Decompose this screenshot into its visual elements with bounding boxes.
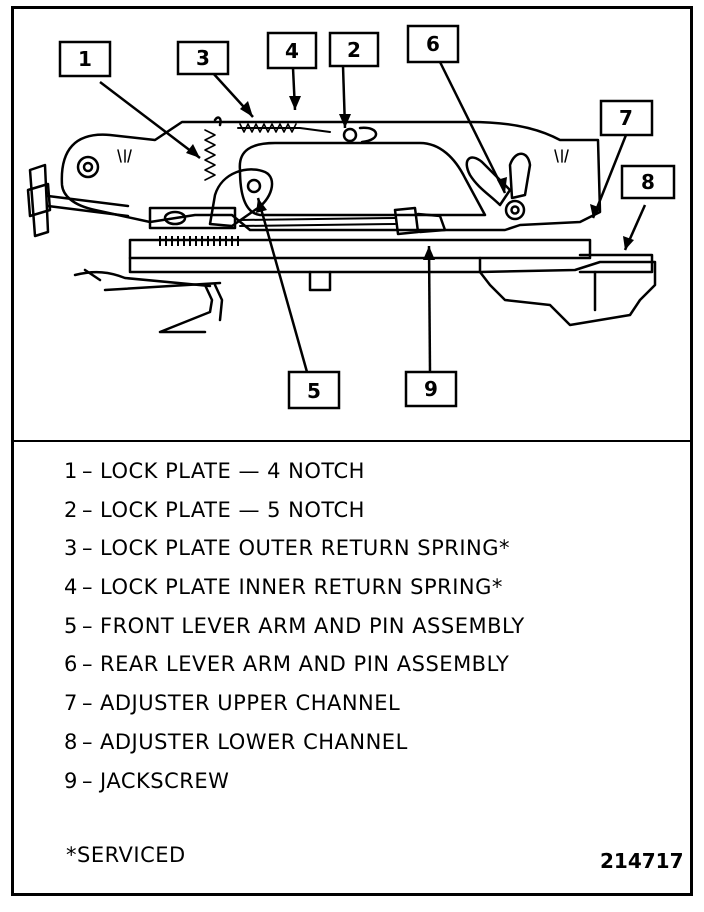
adjuster-mechanism-drawing xyxy=(26,116,657,334)
section-divider xyxy=(14,440,690,442)
legend-item: 7–ADJUSTER UPPER CHANNEL xyxy=(64,688,525,727)
legend-label: FRONT LEVER ARM AND PIN ASSEMBLY xyxy=(100,613,525,638)
legend-item: 4–LOCK PLATE INNER RETURN SPRING* xyxy=(64,572,525,611)
leader-6 xyxy=(438,61,507,194)
legend-dash: – xyxy=(82,536,93,561)
callout-8: 8 xyxy=(641,170,655,194)
legend-number: 8 xyxy=(64,729,78,754)
callout-box-8 xyxy=(620,164,676,200)
legend-item: 1–LOCK PLATE — 4 NOTCH xyxy=(64,456,525,495)
legend-label: LOCK PLATE OUTER RETURN SPRING* xyxy=(100,536,510,561)
legend-item: 8–ADJUSTER LOWER CHANNEL xyxy=(64,727,525,766)
legend-item: 2–LOCK PLATE — 5 NOTCH xyxy=(64,495,525,534)
parts-legend: 1–LOCK PLATE — 4 NOTCH 2–LOCK PLATE — 5 … xyxy=(64,456,525,804)
leader-7 xyxy=(591,134,628,219)
legend-dash: – xyxy=(82,575,93,600)
legend-label: REAR LEVER ARM AND PIN ASSEMBLY xyxy=(100,652,510,677)
legend-dash: – xyxy=(82,497,93,522)
callout-2: 2 xyxy=(347,38,361,62)
legend-number: 1 xyxy=(64,459,78,483)
figure-frame xyxy=(11,6,693,896)
callout-box-6 xyxy=(406,24,460,64)
callout-box-9 xyxy=(404,370,458,408)
legend-number: 2 xyxy=(64,497,78,522)
serviced-footnote: *SERVICED xyxy=(66,843,186,867)
callout-boxes xyxy=(58,24,676,410)
callout-9: 9 xyxy=(424,377,438,401)
legend-label: ADJUSTER LOWER CHANNEL xyxy=(100,729,408,754)
legend-label: ADJUSTER UPPER CHANNEL xyxy=(100,691,401,716)
legend-item: 5–FRONT LEVER ARM AND PIN ASSEMBLY xyxy=(64,611,525,650)
callout-labels: 1 2 3 4 5 6 7 8 9 xyxy=(78,32,655,403)
legend-label: LOCK PLATE — 5 NOTCH xyxy=(100,497,365,522)
legend-number: 7 xyxy=(64,691,78,716)
callout-box-4 xyxy=(266,31,318,70)
legend-label: JACKSCREW xyxy=(100,768,230,793)
legend-number: 5 xyxy=(64,613,78,638)
legend-number: 4 xyxy=(64,575,78,600)
legend-number: 6 xyxy=(64,652,78,677)
callout-box-5 xyxy=(287,370,341,410)
legend-dash: – xyxy=(82,652,93,677)
callout-4: 4 xyxy=(285,39,299,63)
callout-box-2 xyxy=(328,31,380,68)
legend-number: 3 xyxy=(64,536,78,561)
legend-item: 3–LOCK PLATE OUTER RETURN SPRING* xyxy=(64,533,525,572)
legend-dash: – xyxy=(82,691,93,716)
callout-6: 6 xyxy=(426,32,440,56)
callout-box-3 xyxy=(176,40,230,76)
callout-box-7 xyxy=(599,99,654,137)
callout-5: 5 xyxy=(307,379,321,403)
leader-5 xyxy=(256,197,309,373)
callout-7: 7 xyxy=(619,106,633,130)
seat-adjuster-diagram: 1 2 3 4 5 6 7 8 9 xyxy=(26,24,676,410)
callout-box-1 xyxy=(58,40,112,78)
channel-serration xyxy=(159,236,239,246)
legend-dash: – xyxy=(82,459,93,483)
legend-item: 6–REAR LEVER ARM AND PIN ASSEMBLY xyxy=(64,649,525,688)
leader-1 xyxy=(99,81,201,159)
legend-dash: – xyxy=(82,768,93,793)
legend-dash: – xyxy=(82,729,93,754)
callout-3: 3 xyxy=(196,46,210,70)
figure-number: 214717 xyxy=(600,849,684,873)
legend-item: 9–JACKSCREW xyxy=(64,766,525,805)
callout-1: 1 xyxy=(78,47,92,71)
legend-dash: – xyxy=(82,613,93,638)
legend-label: LOCK PLATE — 4 NOTCH xyxy=(100,459,365,483)
leader-9 xyxy=(427,245,432,373)
leader-arrowheads xyxy=(186,96,634,260)
legend-number: 9 xyxy=(64,768,78,793)
legend-label: LOCK PLATE INNER RETURN SPRING* xyxy=(100,575,503,600)
